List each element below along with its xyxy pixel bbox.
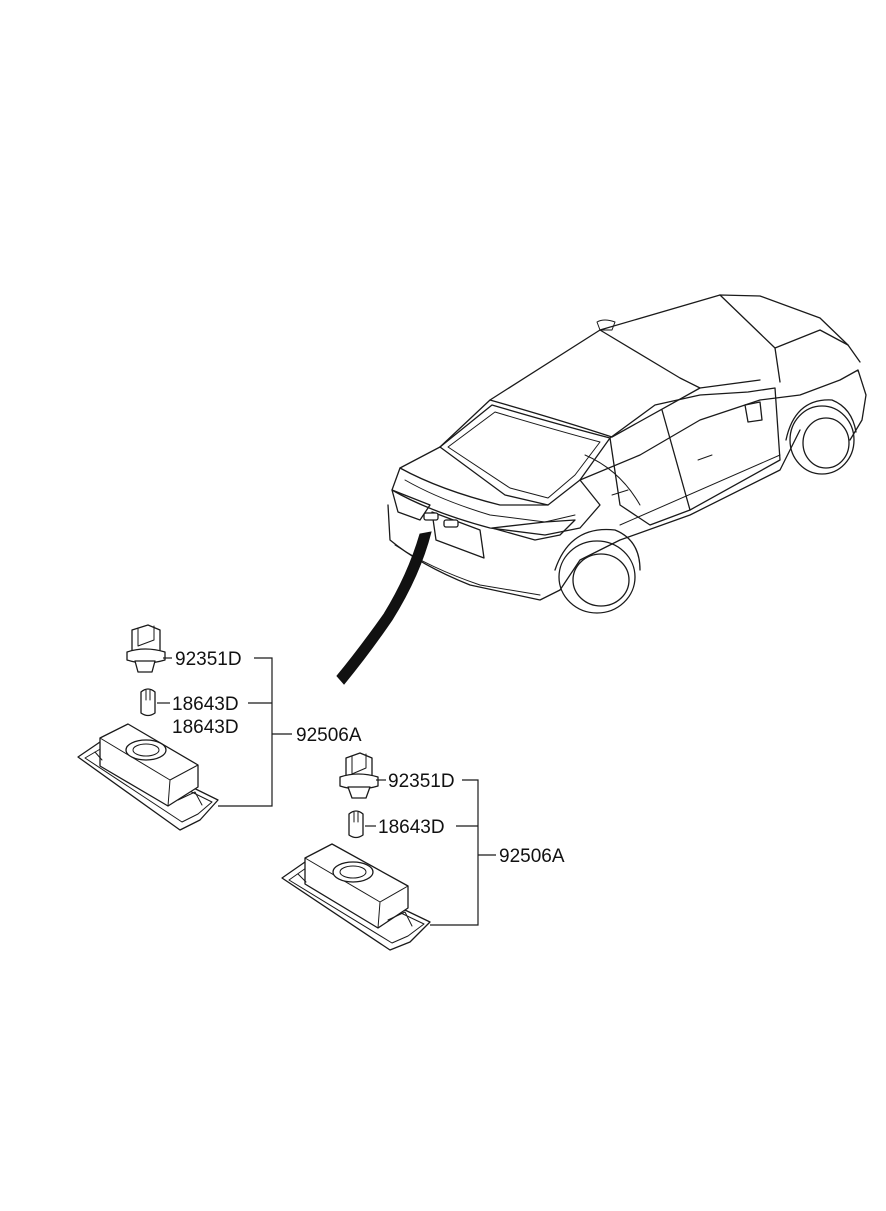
pointer-arrow — [336, 531, 432, 685]
label-lower-bulb: 18643D — [378, 817, 445, 838]
bulb-icon — [348, 810, 364, 839]
front-wheel-icon — [785, 399, 857, 475]
car-illustration — [387, 294, 867, 614]
label-upper-assembly: 92506A — [296, 725, 362, 746]
socket-icon — [126, 624, 166, 673]
plate-light-left-icon — [423, 512, 439, 521]
label-upper-bulb-2: 18643D — [172, 717, 239, 738]
lower-assembly: 92351D 18643D 92506A — [281, 752, 565, 951]
label-upper-bulb-1: 18643D — [172, 694, 239, 715]
plate-light-right-icon — [443, 519, 459, 528]
label-lower-assembly: 92506A — [499, 846, 565, 867]
socket-icon — [339, 752, 379, 799]
rear-wheel-icon — [554, 528, 641, 614]
lamp-housing-icon — [281, 843, 431, 951]
upper-assembly: 92351D 18643D 18643D 92506A — [77, 624, 362, 831]
bulb-icon — [140, 688, 156, 717]
label-lower-socket: 92351D — [388, 771, 455, 792]
lamp-housing-icon — [77, 723, 219, 831]
label-upper-socket: 92351D — [175, 649, 242, 670]
